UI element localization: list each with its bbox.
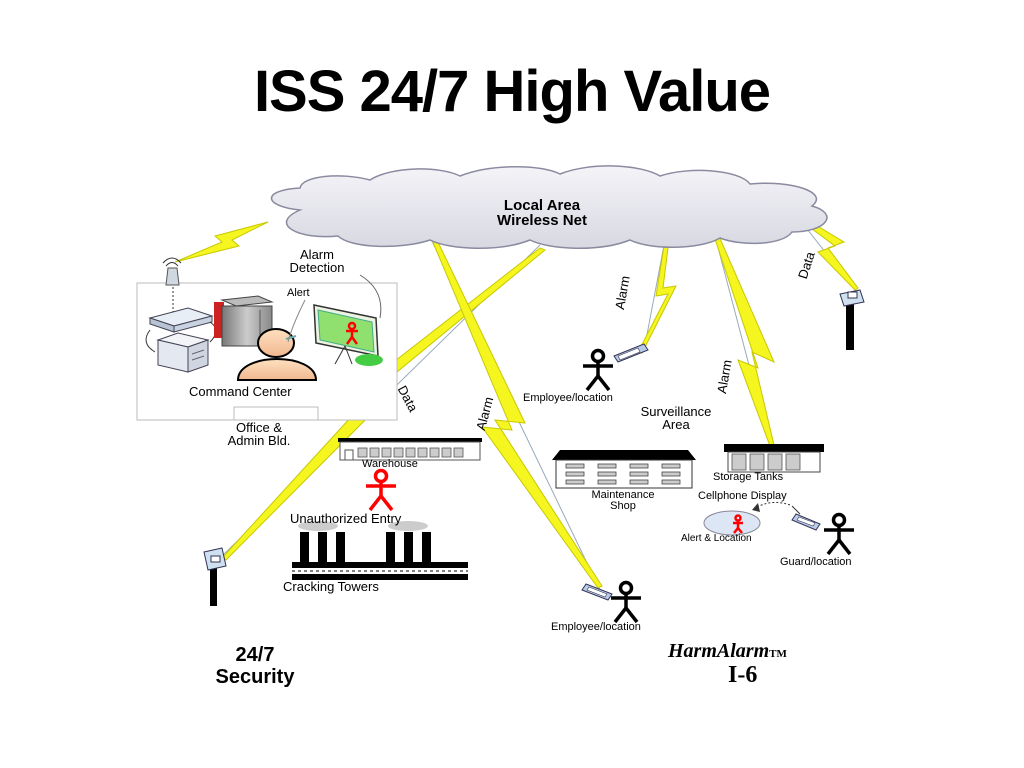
alarm-detection-line2: Detection	[289, 260, 345, 275]
alert-location-label: Alert & Location	[681, 533, 752, 544]
cracking-towers-label: Cracking Towers	[283, 579, 379, 594]
security-line1: 24/7	[235, 644, 275, 666]
alert-callout-line	[287, 299, 306, 343]
warehouse-label: Warehouse	[362, 458, 418, 470]
unauthorized-entry-label: Unauthorized Entry	[290, 511, 402, 526]
maintenance-shop-label: Maintenance Shop	[563, 490, 683, 512]
cellphone-icon	[581, 583, 613, 601]
maintenance-line1: Maintenance	[591, 489, 655, 501]
slide-title: ISS 24/7 High Value	[253, 59, 771, 124]
guard-location-label: Guard/location	[780, 556, 852, 568]
cloud-label: Local Area Wireless Net	[452, 198, 632, 228]
lightning-bolt-antenna	[174, 221, 269, 263]
storage-tanks-icon	[724, 444, 824, 473]
warehouse-icon	[338, 438, 482, 461]
cloud-label-line2: Wireless Net	[497, 212, 587, 229]
lightning-bolt-alarm-top	[637, 239, 677, 354]
alarm-detection-line1: Alarm	[300, 247, 334, 262]
alarm-detection-label: Alarm Detection	[262, 248, 372, 274]
intruder-icon	[345, 321, 359, 345]
lightning-bolt-alarm-mid	[431, 237, 603, 589]
slide-id: I-6	[728, 662, 758, 688]
security-label: 24/7 Security	[170, 644, 340, 688]
surveillance-area-label: Surveillance Area	[613, 405, 739, 431]
maintenance-shop-icon	[552, 450, 696, 489]
brand-name: HarmAlarm	[668, 640, 770, 662]
employee-location-bottom-label: Employee/location	[551, 621, 641, 633]
cellphone-display-label: Cellphone Display	[698, 490, 787, 502]
operator-avatar	[236, 328, 318, 381]
cloud-label-line1: Local Area	[503, 197, 581, 214]
employee-top-icon	[583, 343, 649, 392]
surveillance-line1: Surveillance	[640, 404, 712, 419]
cracking-towers-icon	[292, 521, 468, 580]
handheld-radio-right-icon	[839, 289, 865, 350]
security-line2: Security	[215, 666, 295, 688]
guard-icon	[791, 512, 854, 556]
brand-label: HarmAlarmTM	[668, 640, 787, 663]
office-admin-line1: Office &	[235, 420, 282, 435]
command-center-label: Command Center	[189, 384, 292, 399]
cellphone-icon	[613, 343, 649, 363]
office-admin-line2: Admin Bld.	[227, 433, 291, 448]
surveillance-line2: Area	[662, 417, 690, 432]
wireless-net-cloud	[270, 165, 828, 249]
storage-tanks-label: Storage Tanks	[713, 471, 784, 483]
employee-bottom-icon	[581, 580, 641, 624]
unauthorized-person-icon	[366, 468, 396, 512]
handheld-radio-left-icon	[203, 547, 227, 606]
antenna-icon	[162, 257, 182, 312]
maintenance-line2: Shop	[610, 500, 636, 512]
employee-location-top-label: Employee/location	[523, 392, 613, 404]
alert-label: Alert	[287, 287, 310, 299]
office-admin-label: Office & Admin Bld.	[207, 421, 311, 447]
alarm-monitor-icon	[313, 274, 383, 366]
guard-phone-icon	[791, 513, 821, 531]
computer-icon	[145, 321, 217, 373]
router-icon	[148, 307, 214, 333]
trademark: TM	[769, 648, 787, 660]
cellphone-display-alert	[703, 501, 801, 536]
